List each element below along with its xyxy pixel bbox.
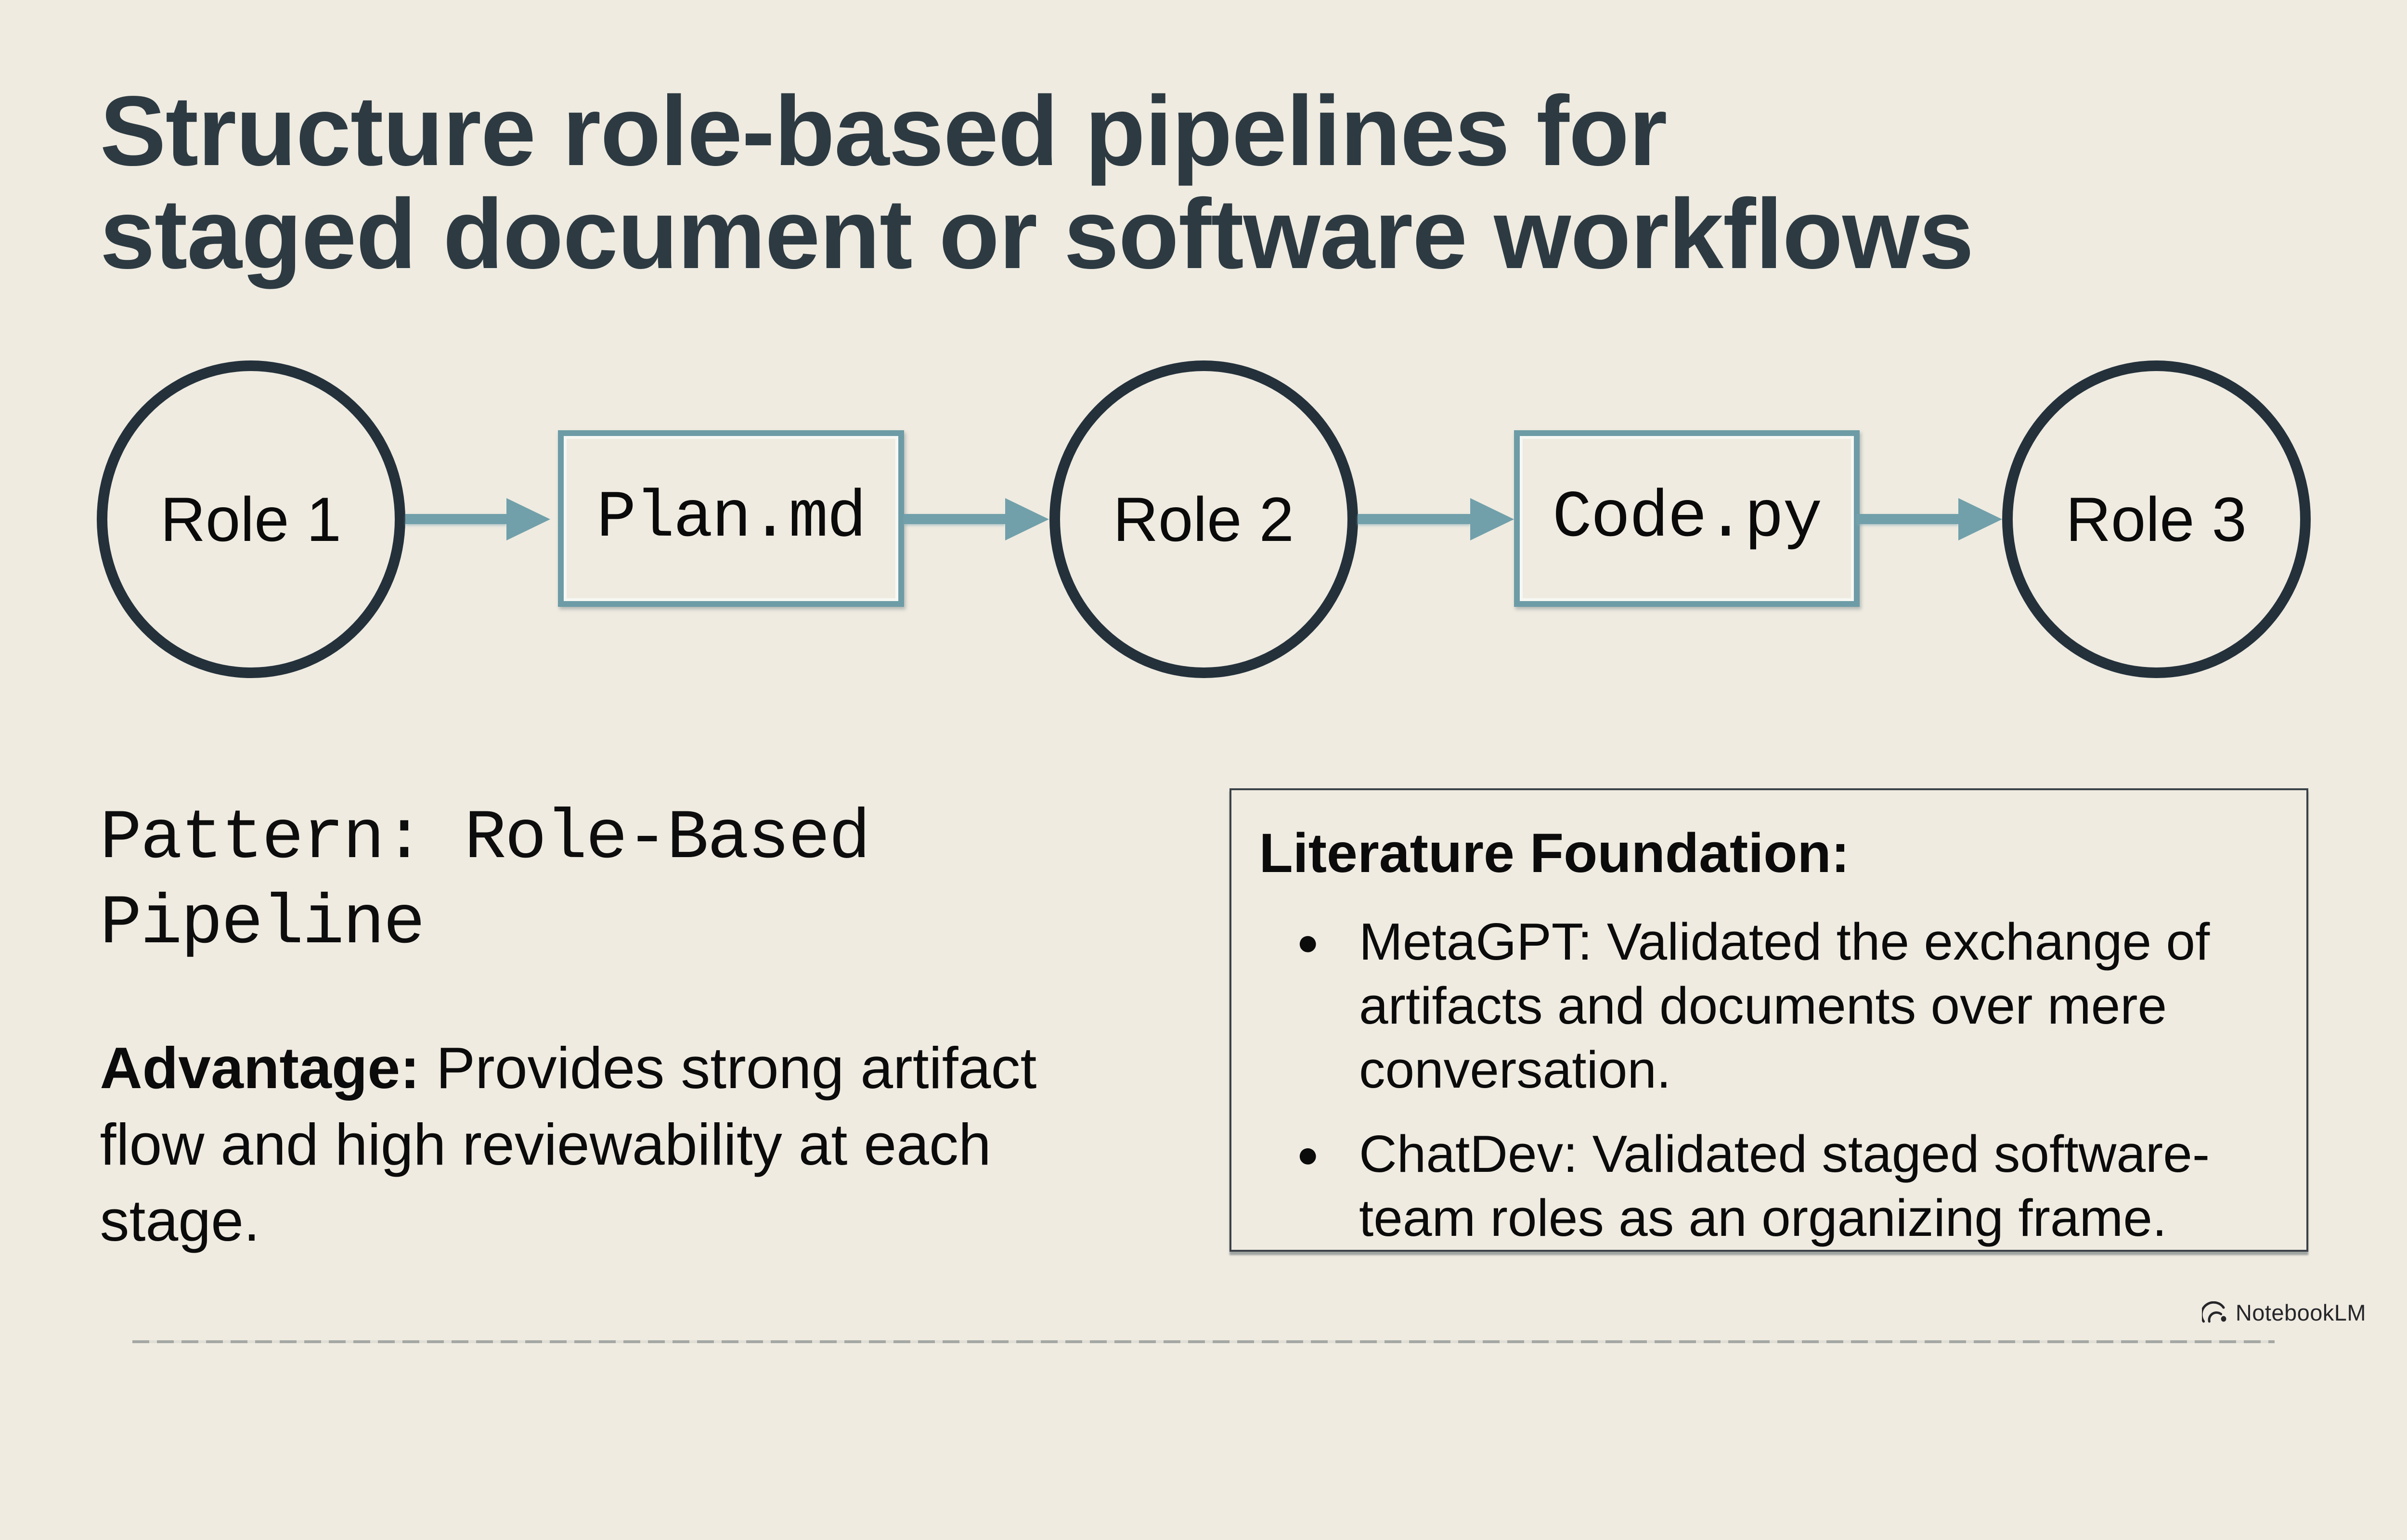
diagram-node-plan-md: Plan.md: [558, 430, 904, 607]
arrow-shaft: [405, 514, 506, 524]
node-label: Plan.md: [596, 481, 867, 556]
node-label: Role 1: [160, 484, 341, 554]
pattern-caption: Pattern: Role-Based Pipeline: [100, 799, 871, 963]
brand-label: NotebookLM: [2235, 1299, 2366, 1325]
diagram-node-code-py: Code.py: [1514, 430, 1860, 607]
slide-title: Structure role-based pipelines for stage…: [100, 76, 1974, 290]
notebooklm-logo-icon: [2201, 1301, 2226, 1323]
arrow-head-icon: [506, 498, 550, 540]
arrow-plan-to-role2: [904, 498, 1049, 541]
arrow-code-to-role3: [1857, 498, 2002, 541]
bullet-icon: ●: [1296, 1133, 1320, 1176]
arrow-shaft: [1857, 514, 1958, 524]
list-item: ● MetaGPT: Validated the exchange of art…: [1259, 910, 2280, 1102]
diagram-node-role-3: Role 3: [2002, 360, 2311, 678]
literature-heading: Literature Foundation:: [1259, 822, 1850, 884]
advantage-text: Provides strong artifact flow and high r…: [100, 1035, 1037, 1254]
arrow-shaft: [1358, 514, 1470, 524]
list-item: ● ChatDev: Validated staged software-tea…: [1259, 1122, 2280, 1250]
literature-bullet-list: ● MetaGPT: Validated the exchange of art…: [1259, 910, 2280, 1250]
arrow-head-icon: [1005, 498, 1049, 540]
bottom-edge-ticks: [132, 1340, 2275, 1343]
arrow-head-icon: [1470, 498, 1514, 540]
bullet-text: ChatDev: Validated staged software-team …: [1359, 1125, 2210, 1248]
node-label: Code.py: [1552, 481, 1823, 556]
advantage-paragraph: Advantage: Provides strong artifact flow…: [100, 1030, 1099, 1259]
bullet-text: MetaGPT: Validated the exchange of artif…: [1359, 912, 2210, 1099]
node-label: Role 3: [2066, 484, 2247, 554]
diagram-node-role-1: Role 1: [96, 360, 405, 678]
literature-foundation-box: Literature Foundation: ● MetaGPT: Valida…: [1229, 788, 2308, 1252]
notebooklm-watermark: NotebookLM: [2201, 1299, 2366, 1326]
slide-canvas: Structure role-based pipelines for stage…: [96, 76, 2366, 1343]
arrow-role1-to-plan: [405, 498, 550, 541]
arrow-role2-to-code: [1358, 498, 1514, 541]
node-label: Role 2: [1113, 484, 1294, 554]
arrow-head-icon: [1958, 498, 2002, 540]
bullet-icon: ●: [1296, 921, 1320, 963]
arrow-shaft: [904, 514, 1005, 524]
advantage-label: Advantage:: [100, 1035, 420, 1101]
diagram-node-role-2: Role 2: [1049, 360, 1358, 678]
